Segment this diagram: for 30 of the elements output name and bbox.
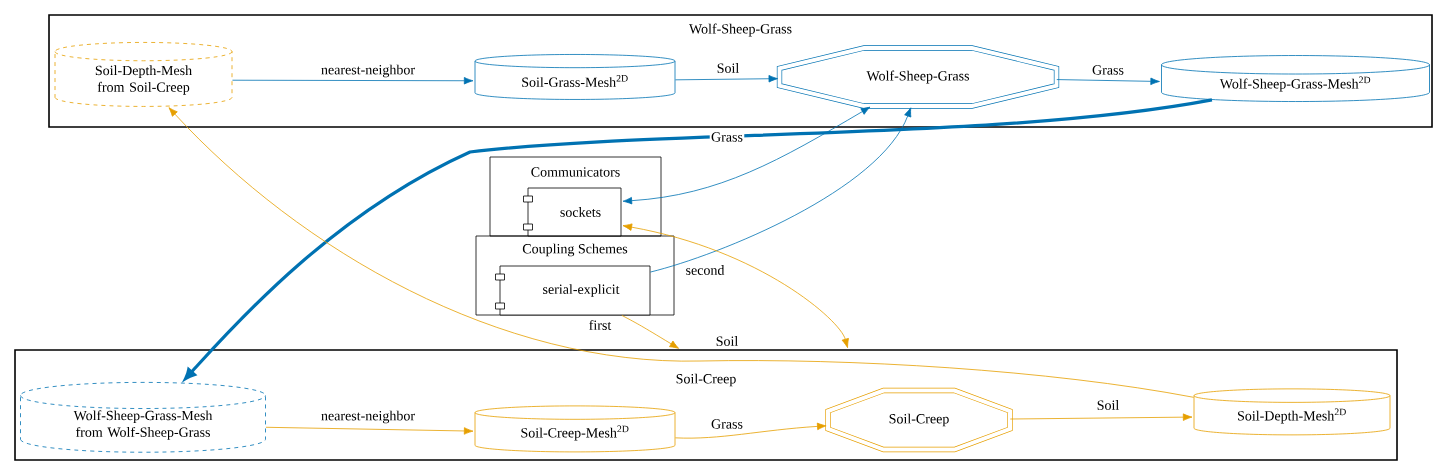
solver-octagon: Soil-Creep [825,387,1013,453]
arrow [675,422,827,439]
mesh-cylinder: Wolf-Sheep-Grass-Mesh from Wolf-Sheep-Grass [20,382,266,453]
arrow [622,223,849,348]
solver-octagon: Wolf-Sheep-Grass [776,45,1060,109]
edge-label: Grass [1090,63,1126,77]
mesh-cylinder: Soil-Depth-Mesh from Soil-Creep [54,42,233,107]
arrow [675,75,778,83]
arrow [1009,413,1193,421]
edge-label: nearest-neighbor [319,409,417,425]
arrow [1056,77,1160,86]
arrow [265,426,474,435]
component-box: serial-explicit [495,265,651,316]
arrow [650,107,912,273]
arrow [622,106,871,205]
mesh-cylinder: Wolf-Sheep-Grass-Mesh$^{2D}$ [1161,55,1430,102]
edge-label: Grass [709,130,745,144]
edge-label: Grass [709,417,745,431]
edge-label: second [684,263,726,277]
mesh-cylinder: Soil-Depth-Mesh$^{2D}$ [1193,388,1391,436]
edge-label: nearest-neighbor [319,63,417,79]
component-box: sockets [523,187,622,237]
edge-label: Soil [714,334,740,348]
edge-label: Soil [715,61,741,75]
mesh-cylinder: Soil-Grass-Mesh$^{2D}$ [474,54,676,100]
arrow [232,77,474,85]
mesh-cylinder: Soil-Creep-Mesh$^{2D}$ [474,405,676,453]
edge-label: first [587,318,613,332]
arrow [621,315,679,349]
edge-label: Soil [1095,398,1121,412]
